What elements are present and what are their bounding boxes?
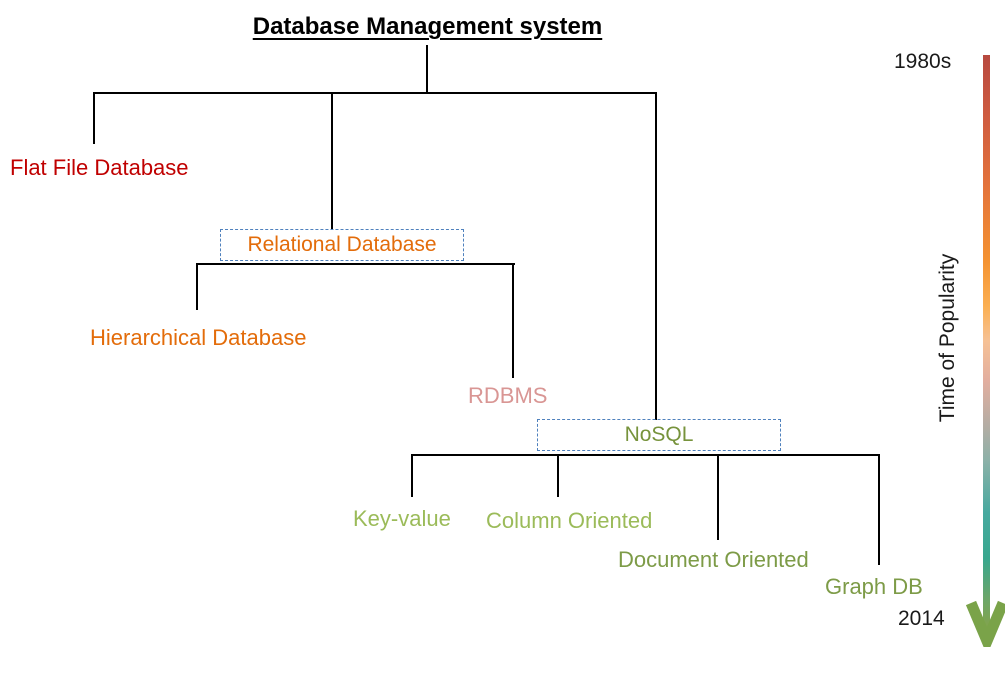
node-graph-db: Graph DB [825, 574, 923, 599]
connector-rdbms-drop [512, 263, 514, 378]
node-rdbms: RDBMS [468, 383, 548, 408]
node-key-value: Key-value [353, 506, 451, 531]
connector-hierarchical-drop [196, 263, 198, 310]
diagram-title: Database Management system [252, 13, 603, 40]
timeline-end-year: 2014 [898, 607, 945, 630]
connector-document-drop [717, 454, 719, 540]
node-flat-file-database: Flat File Database [10, 155, 189, 180]
timeline-axis-label: Time of Popularity [936, 253, 959, 423]
timeline-gradient-bar [983, 55, 990, 627]
node-column-oriented: Column Oriented [486, 508, 653, 533]
connector-key-value-drop [411, 454, 413, 497]
node-relational-database: Relational Database [247, 233, 437, 256]
connector-level1-bar [94, 92, 657, 94]
connector-nosql-drop [655, 92, 657, 420]
connector-graph-db-drop [878, 454, 880, 565]
connector-flat-file-drop [93, 92, 95, 144]
node-relational-database-box: Relational Database [220, 229, 464, 261]
node-nosql-box: NoSQL [537, 419, 781, 451]
connector-root-drop [426, 45, 428, 93]
node-nosql: NoSQL [624, 423, 694, 446]
connector-column-drop [557, 454, 559, 497]
connector-relational-bar [197, 263, 515, 265]
timeline-start-year: 1980s [894, 50, 952, 73]
node-document-oriented: Document Oriented [618, 547, 809, 572]
connector-nosql-bar [411, 454, 880, 456]
down-arrow-icon [965, 600, 1005, 647]
connector-relational-drop [331, 92, 333, 230]
node-hierarchical-database: Hierarchical Database [90, 325, 307, 350]
